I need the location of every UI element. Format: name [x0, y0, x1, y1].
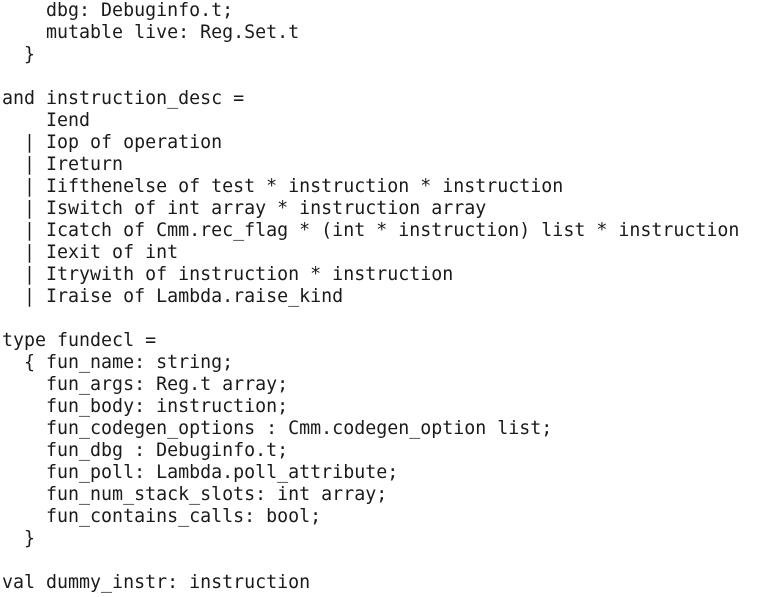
code-line: Iend: [2, 110, 91, 131]
code-line: | Itrywith of instruction * instruction: [2, 264, 454, 285]
code-line: { fun_name: string;: [2, 352, 234, 373]
code-line: fun_body: instruction;: [2, 396, 289, 417]
code-line: fun_dbg : Debuginfo.t;: [2, 440, 289, 461]
code-line: | Icatch of Cmm.rec_flag * (int * instru…: [2, 220, 740, 241]
code-line: | Iraise of Lambda.raise_kind: [2, 286, 344, 307]
code-line: val dummy_instr: instruction: [2, 572, 311, 593]
code-line: and instruction_desc =: [2, 88, 245, 109]
code-line: fun_codegen_options : Cmm.codegen_option…: [2, 418, 553, 439]
code-line: dbg: Debuginfo.t;: [2, 0, 234, 21]
code-line: | Iswitch of int array * instruction arr…: [2, 198, 487, 219]
code-line: | Iifthenelse of test * instruction * in…: [2, 176, 564, 197]
code-line: [2, 66, 739, 88]
code-line: | Iexit of int: [2, 242, 179, 263]
code-line: [2, 308, 739, 330]
code-line: fun_poll: Lambda.poll_attribute;: [2, 462, 399, 483]
code-line: | Ireturn: [2, 154, 124, 175]
code-line: fun_contains_calls: bool;: [2, 506, 322, 527]
code-line: | Iop of operation: [2, 132, 223, 153]
code-line: [2, 550, 739, 572]
code-line: }: [2, 44, 36, 65]
code-line: }: [2, 528, 36, 549]
code-line: mutable live: Reg.Set.t: [2, 22, 300, 43]
code-line: fun_num_stack_slots: int array;: [2, 484, 388, 505]
code-line: fun_args: Reg.t array;: [2, 374, 289, 395]
code-view: dbg: Debuginfo.t; mutable live: Reg.Set.…: [2, 0, 739, 594]
code-line: type fundecl =: [2, 330, 157, 351]
